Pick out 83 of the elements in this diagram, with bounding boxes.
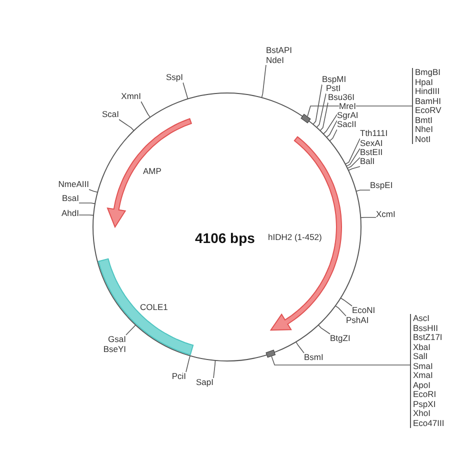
enzyme-name: PciI bbox=[172, 372, 186, 382]
enzyme-name: EcoRI bbox=[413, 390, 438, 400]
leader-line bbox=[213, 360, 216, 378]
enzyme-name: AhdI bbox=[62, 209, 79, 218]
enzyme-list bbox=[410, 314, 444, 428]
leader-line bbox=[296, 342, 304, 354]
leader-line bbox=[78, 214, 94, 216]
gene-arrow bbox=[270, 136, 342, 331]
enzyme-name: BspMI bbox=[322, 75, 346, 84]
enzyme-name: EcoRV bbox=[415, 106, 442, 116]
leader-line bbox=[326, 120, 338, 138]
leader-line bbox=[347, 157, 360, 169]
feature-label: hIDH2 (1-452) bbox=[268, 233, 322, 242]
enzyme-name: BssHII bbox=[413, 324, 440, 333]
gene-arrow bbox=[106, 118, 192, 228]
leader-line bbox=[320, 102, 328, 131]
enzyme-name: SmaI bbox=[413, 362, 434, 371]
enzyme-name: BstAPI bbox=[266, 46, 292, 56]
feature-label: COLE1 bbox=[140, 303, 168, 312]
leader-line bbox=[356, 190, 370, 192]
leader-line bbox=[360, 217, 376, 218]
leader-line bbox=[318, 324, 330, 334]
enzyme-name: XhoI bbox=[413, 409, 430, 418]
leader-line bbox=[261, 64, 266, 98]
enzyme-name: AscI bbox=[413, 314, 431, 324]
enzyme-name: BamHI bbox=[415, 96, 442, 106]
leader-line bbox=[348, 166, 360, 171]
enzyme-name: BstZ17I bbox=[413, 333, 444, 342]
enzyme-name: BalI bbox=[360, 157, 375, 166]
enzyme-name: Eco47III bbox=[413, 418, 444, 428]
enzyme-name: NheI bbox=[415, 125, 434, 134]
enzyme-name: SgrAI bbox=[337, 111, 358, 120]
origin-bar bbox=[98, 258, 194, 356]
enzyme-name: NdeI bbox=[266, 56, 285, 65]
enzyme-name: ScaI bbox=[102, 110, 119, 120]
enzyme-name: SacII bbox=[337, 120, 356, 130]
enzyme-name: BsmI bbox=[304, 353, 324, 362]
enzyme-name: ApoI bbox=[413, 380, 432, 390]
leader-line bbox=[271, 356, 410, 366]
leader-line bbox=[140, 101, 150, 118]
enzyme-list bbox=[412, 68, 442, 144]
enzyme-name: SalI bbox=[413, 352, 429, 362]
leader-line bbox=[182, 82, 188, 100]
cloning-site-marker bbox=[300, 114, 311, 124]
enzyme-name: XcmI bbox=[376, 210, 396, 220]
plasmid-size: 4106 bps bbox=[195, 230, 255, 246]
leader-line bbox=[88, 189, 98, 193]
enzyme-name: BmgBI bbox=[415, 68, 442, 78]
enzyme-name: BsaI bbox=[62, 194, 79, 204]
enzyme-name: Bsu36I bbox=[328, 93, 354, 102]
enzyme-name: EcoNI bbox=[352, 306, 376, 316]
cloning-site-marker bbox=[266, 350, 276, 358]
enzyme-name: NmeAIII bbox=[58, 180, 89, 190]
enzyme-name: XmaI bbox=[413, 371, 434, 380]
leader-line bbox=[346, 148, 360, 167]
leader-line bbox=[118, 119, 134, 131]
enzyme-name: SspI bbox=[166, 73, 183, 82]
leader-line bbox=[78, 202, 96, 204]
enzyme-name: BmtI bbox=[415, 116, 434, 125]
enzyme-name: BtgZI bbox=[330, 334, 350, 344]
enzyme-name: HindIII bbox=[415, 87, 441, 96]
enzyme-name: PstI bbox=[326, 84, 341, 94]
enzyme-name: BseYI bbox=[103, 344, 126, 354]
leader-line bbox=[126, 324, 136, 336]
leader-line bbox=[340, 298, 352, 306]
leader-line bbox=[335, 305, 346, 316]
enzyme-name: PspXI bbox=[413, 400, 437, 409]
enzyme-name: XmnI bbox=[121, 92, 141, 102]
enzyme-name: HpaI bbox=[415, 78, 433, 87]
enzyme-name: Tth111I bbox=[360, 129, 388, 138]
leader-line bbox=[344, 138, 360, 164]
enzyme-name: PshAI bbox=[346, 316, 369, 326]
enzyme-name: XbaI bbox=[413, 342, 432, 352]
leader-line bbox=[316, 93, 326, 128]
enzyme-name: SapI bbox=[196, 378, 214, 388]
leader-line bbox=[186, 355, 190, 372]
enzyme-name: BstEII bbox=[360, 148, 383, 158]
enzyme-name: GsaI bbox=[107, 335, 126, 344]
enzyme-name: NotI bbox=[415, 134, 432, 144]
enzyme-name: BspEI bbox=[370, 181, 393, 190]
feature-label: AMP bbox=[143, 167, 162, 176]
leader-line bbox=[329, 129, 338, 142]
leader-line bbox=[312, 84, 322, 125]
